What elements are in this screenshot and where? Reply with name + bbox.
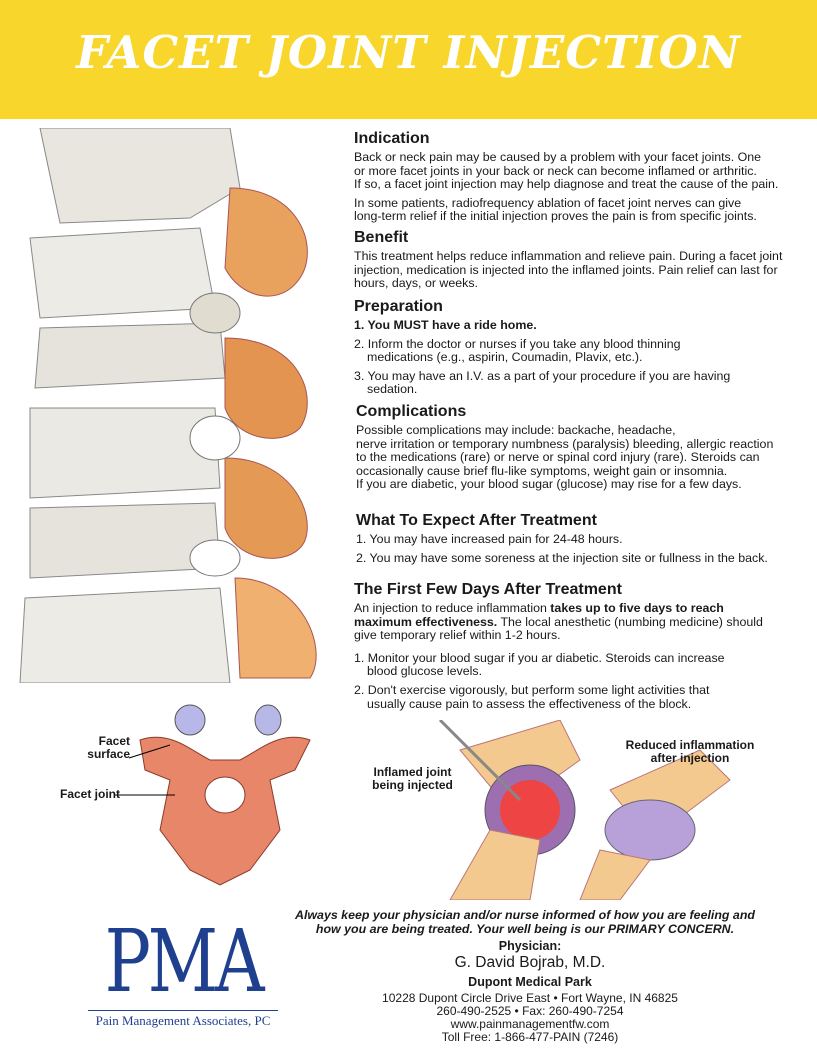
address: 10228 Dupont Circle Drive East • Fort Wa… xyxy=(382,991,678,1005)
text-line: Possible complications may include: back… xyxy=(356,423,676,437)
page-title: FACET JOINT INJECTION xyxy=(76,26,741,79)
toll-free: Toll Free: 1-866-477-PAIN (7246) xyxy=(441,1030,619,1044)
section-first-few-days: The First Few Days After Treatment An in… xyxy=(354,581,784,716)
first-days-item: 2. Don't exercise vigorously, but perfor… xyxy=(354,682,710,711)
text-line: In some patients, radiofrequency ablatio… xyxy=(354,195,742,210)
section-indication: Indication Back or neck pain may be caus… xyxy=(354,130,794,229)
prep-item: 1. You MUST have a ride home. xyxy=(354,318,537,332)
text-line: Back or neck pain may be caused by a pro… xyxy=(354,150,762,164)
section-preparation: Preparation 1. You MUST have a ride home… xyxy=(354,298,744,402)
text-line: If so, a facet joint injection may help … xyxy=(354,177,779,192)
text-line: If you are diabetic, your blood sugar (g… xyxy=(356,477,742,492)
text-line: to the medications (rare) or nerve or sp… xyxy=(356,450,760,465)
label-reduced-inflammation: Reduced inflammation after injection xyxy=(625,738,755,765)
text-line: injection, medication is injected into t… xyxy=(354,262,778,277)
heading-indication: Indication xyxy=(354,130,430,147)
text-line: hours, days, or weeks. xyxy=(354,276,478,291)
prep-item: 2. Inform the doctor or nurses if you ta… xyxy=(354,336,681,365)
footer-message: Always keep your physician and/or nurse … xyxy=(295,908,755,936)
intro-text: The local anesthetic (numbing medicine) … xyxy=(354,614,763,643)
phone: 260-490-2525 • Fax: 260-490-7254 xyxy=(436,1004,624,1018)
first-days-item: 1. Monitor your blood sugar if you ar di… xyxy=(354,650,725,679)
website-link[interactable]: www.painmanagementfw.com xyxy=(450,1017,610,1031)
header-banner: FACET JOINT INJECTION xyxy=(0,0,817,119)
text-line: long-term relief if the initial injectio… xyxy=(354,209,757,224)
contact-block: Physician: G. David Bojrab, M.D. Dupont … xyxy=(330,940,730,1044)
text-line: occasionally cause brief flu-like sympto… xyxy=(356,463,728,478)
location-name: Dupont Medical Park xyxy=(468,975,592,989)
physician-label: Physician: xyxy=(498,939,562,953)
intro-bold: takes up to five days to reach maximum e… xyxy=(354,601,724,629)
expect-item: 2. You may have some soreness at the inj… xyxy=(356,550,768,565)
intro-text: An injection to reduce inflammation xyxy=(354,601,551,615)
heading-preparation: Preparation xyxy=(354,298,443,315)
section-what-to-expect: What To Expect After Treatment 1. You ma… xyxy=(356,512,796,570)
logo-text: PMA xyxy=(104,912,265,1012)
label-facet-joint: Facet joint xyxy=(59,787,120,801)
section-benefit: Benefit This treatment helps reduce infl… xyxy=(354,229,794,296)
leader-lines xyxy=(115,744,175,796)
heading-complications: Complications xyxy=(356,403,467,420)
logo-subtitle: Pain Management Associates, PC xyxy=(88,1010,278,1029)
vertebra-illustration xyxy=(139,704,311,886)
heading-first-few-days: The First Few Days After Treatment xyxy=(354,581,622,598)
text-line: nerve irritation or temporary numbness (… xyxy=(356,436,774,451)
expect-item: 1. You may have increased pain for 24-48… xyxy=(356,532,623,546)
physician-name: G. David Bojrab, M.D. xyxy=(454,954,606,971)
heading-what-to-expect: What To Expect After Treatment xyxy=(356,512,597,529)
text-line: This treatment helps reduce inflammation… xyxy=(354,249,783,263)
label-inflamed-joint: Inflamed joint being injected xyxy=(372,765,453,792)
joint-injection-illustration xyxy=(438,720,731,900)
heading-benefit: Benefit xyxy=(354,229,409,246)
prep-item: 3. You may have an I.V. as a part of you… xyxy=(354,368,731,397)
spine-illustration xyxy=(0,128,336,683)
label-facet-surface: Facet surface xyxy=(87,734,130,761)
section-complications: Complications Possible complications may… xyxy=(356,403,796,497)
pma-logo: PMA Pain Management Associates, PC xyxy=(58,915,308,1029)
text-line: or more facet joints in your back or nec… xyxy=(354,163,757,178)
